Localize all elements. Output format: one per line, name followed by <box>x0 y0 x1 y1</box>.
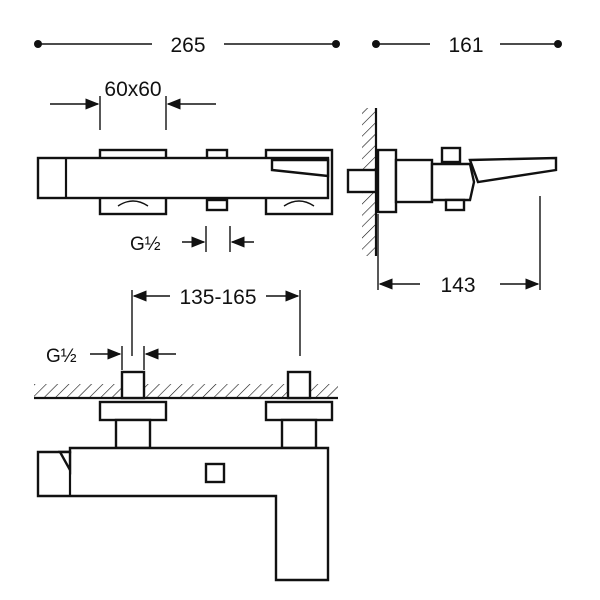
thread-label-bottom: G½ <box>46 346 77 367</box>
dimension-label-60x60: 60x60 <box>104 78 161 101</box>
thread-label-top: G½ <box>130 234 161 255</box>
top-view: 135-165 G½ <box>34 286 338 582</box>
front-view: 60x60 G½ <box>36 78 334 255</box>
dimension-label-265: 265 <box>170 34 205 57</box>
dimension-label-143: 143 <box>440 274 475 297</box>
dimension-161: 161 <box>372 34 562 57</box>
side-view: 143 <box>346 108 558 297</box>
dimension-label-135-165: 135-165 <box>179 286 256 309</box>
dimension-label-161: 161 <box>448 34 483 57</box>
dimension-265: 265 <box>34 34 340 57</box>
